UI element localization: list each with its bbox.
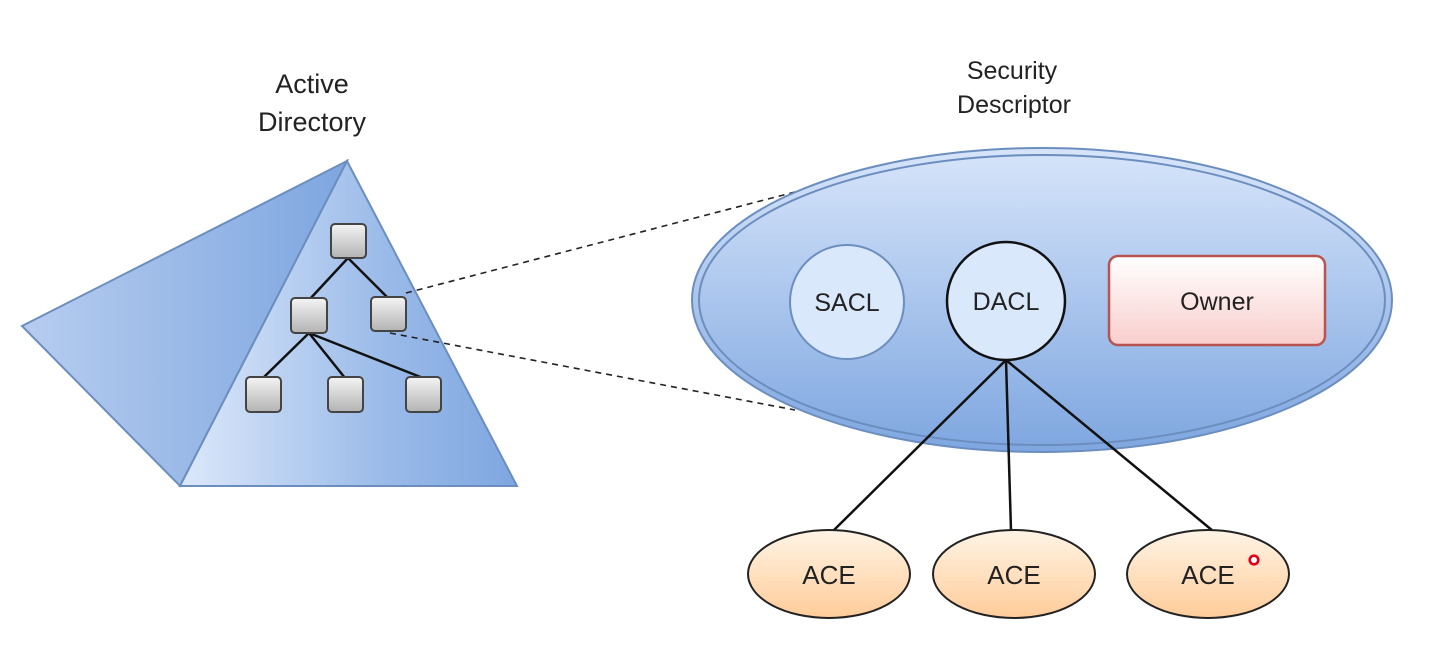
- tree-edge: [308, 331, 424, 380]
- ad-tree-nodes: [245, 223, 442, 413]
- dacl-label: DACL: [973, 288, 1040, 316]
- active-directory-pyramid: [20, 158, 519, 488]
- security-descriptor-title-line1: Security: [967, 57, 1058, 85]
- tree-edge: [347, 257, 389, 299]
- ace-node: ACE: [932, 529, 1096, 619]
- active-directory-title-line1: Active: [275, 69, 349, 99]
- dacl-ace-edge: [832, 359, 1007, 532]
- tree-edge: [262, 332, 310, 379]
- ace-label: ACE: [802, 560, 855, 590]
- dacl-ace-edge: [1005, 359, 1214, 532]
- tree-node: [327, 376, 364, 413]
- sacl-label: SACL: [814, 289, 879, 317]
- active-directory-title-line2: Directory: [258, 107, 367, 137]
- tree-edge: [308, 257, 349, 301]
- ace-label: ACE: [1181, 560, 1234, 590]
- dacl-ace-edge: [1004, 359, 1013, 532]
- dacl-ace-edges: [832, 359, 1214, 532]
- tree-edge: [308, 332, 346, 379]
- tree-node-selected: [370, 296, 407, 332]
- mouse-cursor-indicator: [1248, 554, 1260, 566]
- owner-label: Owner: [1180, 288, 1254, 316]
- tree-node: [290, 297, 328, 334]
- tree-node-root: [330, 223, 367, 259]
- zoom-lines: [389, 191, 796, 411]
- tree-node: [405, 376, 442, 413]
- sacl-node: SACL: [789, 244, 905, 360]
- security-descriptor-title-line2: Descriptor: [957, 91, 1071, 119]
- ad-tree-edges: [262, 257, 424, 380]
- tree-node: [245, 376, 282, 413]
- ace-node: ACE: [747, 529, 911, 619]
- zoom-line-top: [405, 191, 796, 294]
- dacl-node: DACL: [945, 240, 1067, 362]
- zoom-line-bottom: [389, 332, 796, 411]
- ace-node: ACE: [1126, 529, 1290, 619]
- owner-node: Owner: [1107, 254, 1327, 347]
- ace-label: ACE: [987, 560, 1040, 590]
